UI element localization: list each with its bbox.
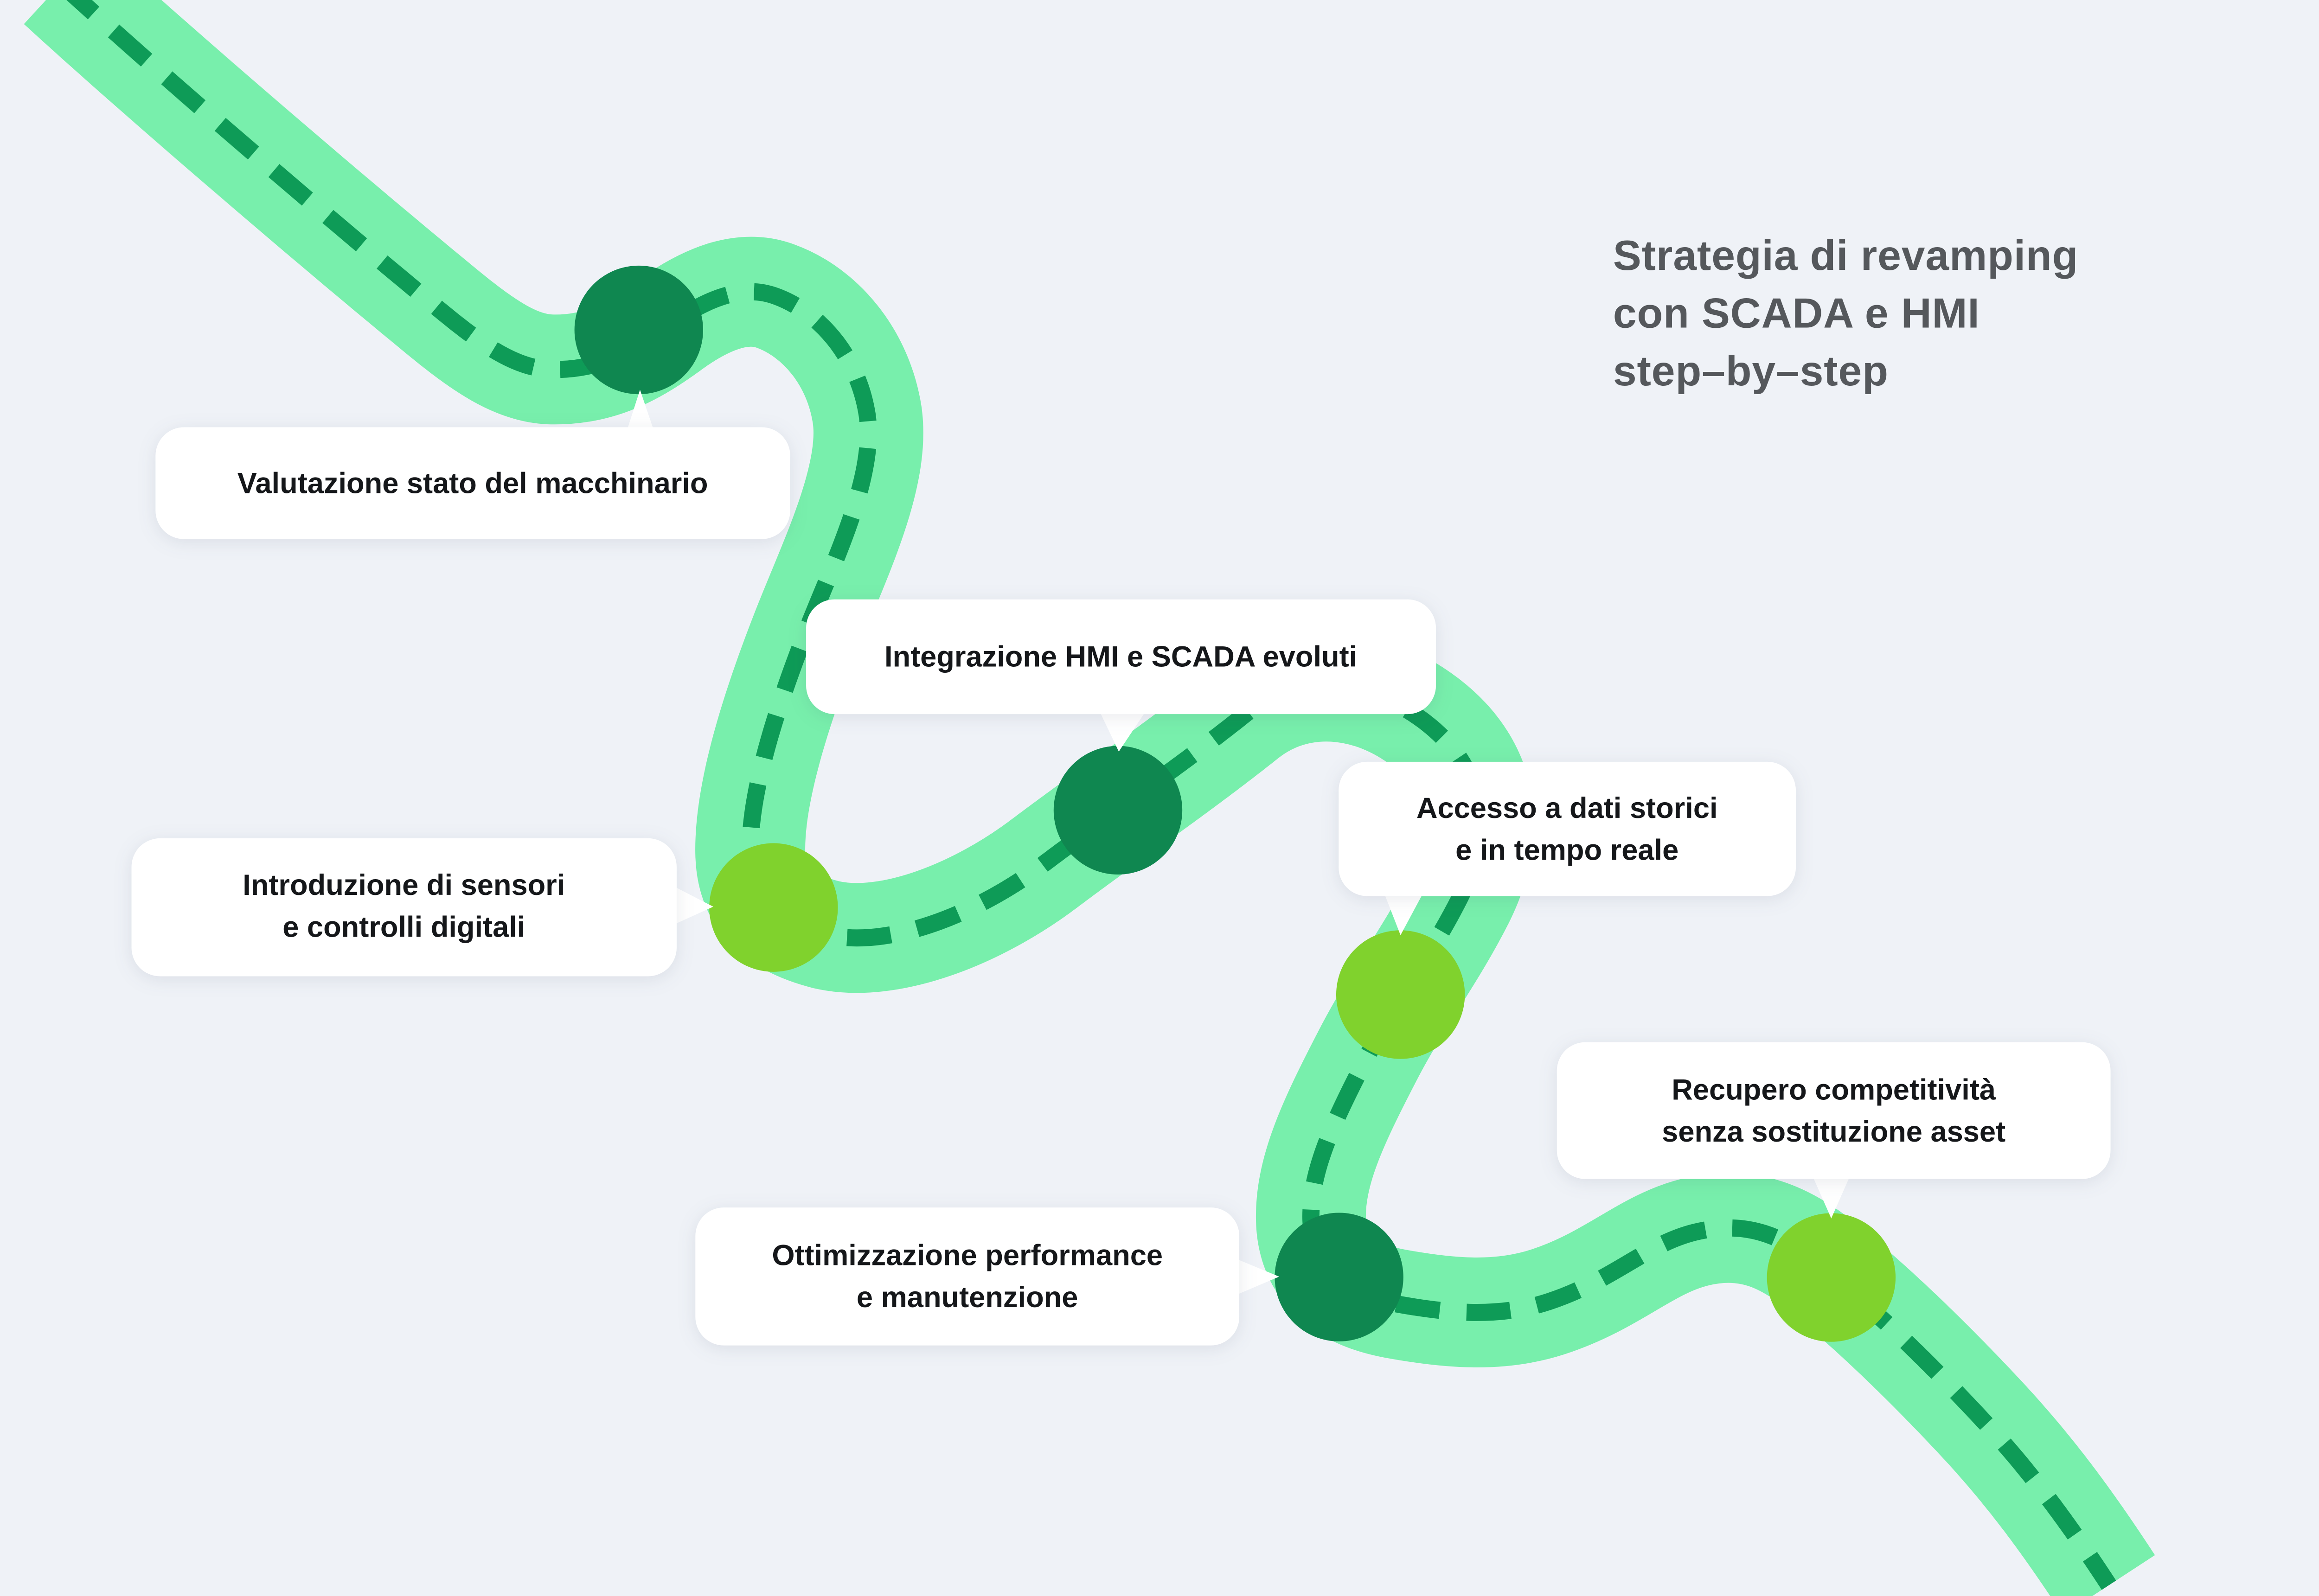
bubble-tail-3 (1098, 709, 1147, 752)
bubble-label-1: Valutazione stato del macchinario (237, 467, 708, 499)
bubble-label-6-line-2: senza sostituzione asset (1662, 1116, 2005, 1148)
milestone-dot-4 (1336, 930, 1465, 1059)
bubble-tail-1 (625, 389, 656, 435)
page-title: Strategia di revamping con SCADA e HMI s… (1613, 232, 2078, 395)
milestone-bubble-6: Recupero competitività senza sostituzion… (1557, 1042, 2111, 1179)
milestone-dot-6 (1767, 1213, 1896, 1342)
milestone-bubble-2: Introduzione di sensori e controlli digi… (131, 838, 677, 977)
bubble-label-5-line-2: e manutenzione (857, 1281, 1078, 1314)
page-title-line-1: Strategia di revamping (1613, 232, 2078, 279)
milestone-dot-1 (574, 265, 703, 395)
milestone-bubble-4: Accesso a dati storici e in tempo reale (1339, 761, 1796, 896)
milestone-bubble-1: Valutazione stato del macchinario (155, 427, 790, 539)
bubble-tail-5 (1236, 1258, 1280, 1295)
bubble-label-2-line-2: e controlli digitali (282, 911, 525, 943)
bubble-label-2-line-1: Introduzione di sensori (243, 869, 565, 901)
bubble-tail-4 (1383, 891, 1424, 935)
bubble-box-5 (695, 1207, 1240, 1346)
milestone-dot-2 (709, 843, 838, 972)
bubble-label-6-line-1: Recupero competitività (1672, 1073, 1996, 1106)
bubble-box-3 (806, 599, 1436, 715)
bubble-box-6 (1557, 1042, 2111, 1179)
road-center-dashes (66, 0, 2116, 1590)
bubble-label-3: Integrazione HMI e SCADA evoluti (884, 640, 1357, 673)
milestone-bubble-5: Ottimizzazione performance e manutenzion… (695, 1207, 1240, 1346)
bubble-box-1 (155, 427, 790, 539)
bubble-label-4-line-2: e in tempo reale (1455, 834, 1678, 866)
bubble-box-4 (1339, 761, 1796, 896)
page-title-line-2: con SCADA e HMI (1613, 290, 1980, 337)
bubble-tail-2 (673, 886, 713, 925)
milestone-bubble-3: Integrazione HMI e SCADA evoluti (806, 599, 1436, 715)
bubble-label-5-line-1: Ottimizzazione performance (772, 1239, 1163, 1272)
milestone-dot-3 (1053, 746, 1183, 875)
bubble-label-4-line-1: Accesso a dati storici (1416, 792, 1718, 824)
bubble-box-2 (131, 838, 677, 977)
page-title-line-3: step–by–step (1613, 347, 1889, 395)
bubble-tail-6 (1812, 1174, 1851, 1219)
milestone-dot-5 (1275, 1213, 1403, 1341)
